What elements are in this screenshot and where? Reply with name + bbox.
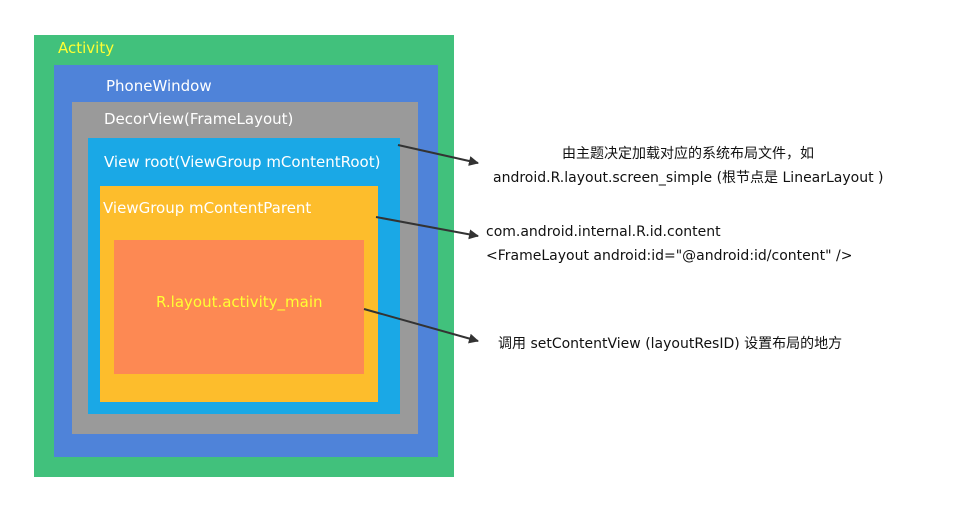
activity-main-label: R.layout.activity_main [156, 293, 323, 311]
decor-view-label: DecorView(FrameLayout) [104, 110, 294, 128]
content-parent-label: ViewGroup mContentParent [103, 199, 312, 217]
phone-window-label: PhoneWindow [106, 77, 212, 95]
content-parent-note-line1: com.android.internal.R.id.content [486, 224, 721, 240]
view-root-note-line1: 由主题决定加载对应的系统布局文件，如 [562, 146, 814, 162]
activity-main-box [114, 240, 364, 374]
activity-label: Activity [58, 39, 115, 57]
view-root-label: View root(ViewGroup mContentRoot) [104, 153, 381, 171]
activity-main-note-line1: 调用 setContentView (layoutResID) 设置布局的地方 [498, 336, 843, 352]
view-root-arrow [397, 144, 479, 166]
view-root-note-line2: android.R.layout.screen_simple (根节点是 Lin… [493, 170, 884, 186]
content-parent-arrow [375, 216, 479, 240]
activity-main-arrow [363, 308, 479, 344]
content-parent-note-line2: <FrameLayout android:id="@android:id/con… [486, 248, 853, 264]
